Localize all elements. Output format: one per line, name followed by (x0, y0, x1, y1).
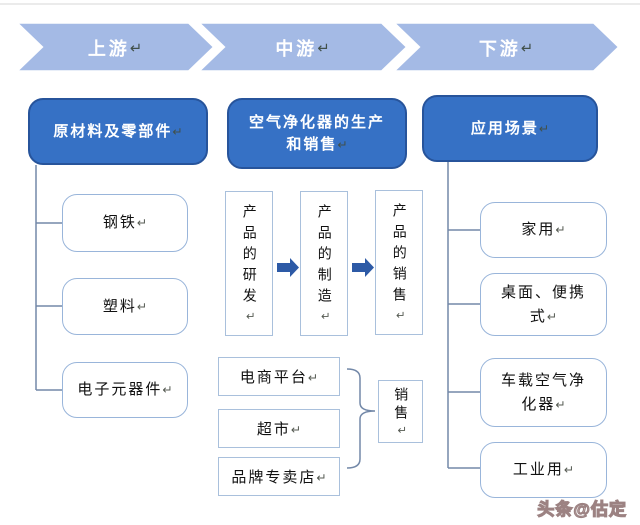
header-text: 应用场景↵ (471, 117, 549, 141)
node-label: 桌面、便携式↵ (500, 284, 586, 325)
stage-label-text: 上游 (87, 39, 130, 59)
paragraph-mark-icon: ↵ (546, 309, 558, 324)
node-label: 销售↵ (393, 386, 410, 437)
node-label: 超市↵ (256, 421, 302, 438)
header-raw-materials: 原材料及零部件↵ (28, 98, 208, 165)
paragraph-mark-icon: ↵ (129, 40, 143, 57)
node-ecommerce-platform: 电商平台↵ (218, 357, 340, 396)
paragraph-mark-icon: ↵ (136, 216, 148, 231)
paragraph-mark-icon: ↵ (243, 309, 256, 323)
paragraph-mark-icon: ↵ (393, 308, 406, 322)
node-product-manufacturing: 产品的制造↵ (300, 191, 348, 336)
channels-brace-connector (346, 368, 376, 469)
node-label: 塑料↵ (102, 297, 148, 315)
node-label: 产品的销售↵ (391, 203, 408, 322)
stage-label-downstream: 下游↵ (392, 36, 620, 60)
node-label: 品牌专卖店↵ (231, 469, 327, 486)
top-divider (0, 3, 640, 5)
node-plastic: 塑料↵ (62, 278, 188, 335)
paragraph-mark-icon: ↵ (290, 423, 302, 437)
paragraph-mark-icon: ↵ (136, 299, 148, 314)
paragraph-mark-icon: ↵ (316, 471, 327, 485)
paragraph-mark-icon: ↵ (555, 397, 566, 412)
header-text-line2: 和销售↵ (286, 134, 347, 156)
paragraph-mark-icon: ↵ (318, 309, 331, 323)
node-electronic-components: 电子元器件↵ (62, 362, 188, 418)
node-label: 工业用↵ (512, 461, 575, 479)
upstream-tree-connector (35, 165, 62, 391)
node-label: 电子元器件↵ (77, 381, 173, 399)
node-label: 电商平台↵ (239, 369, 319, 386)
header-label: 和销售 (286, 135, 338, 153)
watermark: 头条@估定 (537, 499, 627, 519)
paragraph-mark-icon: ↵ (307, 371, 319, 385)
node-label: 家用↵ (521, 221, 566, 239)
downstream-tree-connector (447, 162, 480, 469)
header-text-line1: 空气净化器的生产 (248, 113, 385, 131)
paragraph-mark-icon: ↵ (337, 137, 348, 152)
node-desktop-portable: 桌面、便携式↵ (480, 273, 607, 336)
paragraph-mark-icon: ↵ (317, 40, 330, 57)
node-label: 产品的制造↵ (316, 204, 333, 323)
node-sales: 销售↵ (378, 380, 423, 443)
paragraph-mark-icon: ↵ (395, 422, 408, 437)
header-label: 原材料及零部件 (53, 122, 173, 140)
header-application-scenarios: 应用场景↵ (422, 95, 598, 162)
header-text: 原材料及零部件↵ (53, 120, 182, 144)
node-label: 产品的研发↵ (241, 204, 258, 323)
header-production-sales: 空气净化器的生产 和销售↵ (227, 98, 407, 169)
node-supermarket: 超市↵ (218, 409, 340, 448)
stage-label-midstream: 中游↵ (197, 36, 408, 60)
paragraph-mark-icon: ↵ (172, 124, 183, 139)
node-industrial-use: 工业用↵ (480, 442, 607, 498)
header-label: 应用场景 (470, 119, 539, 137)
paragraph-mark-icon: ↵ (563, 463, 575, 478)
paragraph-mark-icon: ↵ (555, 223, 566, 238)
node-product-sales: 产品的销售↵ (375, 190, 423, 335)
flow-arrow-icon (352, 258, 374, 277)
node-steel: 钢铁↵ (62, 194, 188, 252)
stage-label-upstream: 上游↵ (15, 36, 215, 60)
flow-arrow-icon (277, 258, 299, 277)
paragraph-mark-icon: ↵ (520, 40, 534, 57)
node-car-air-purifier: 车载空气净化器↵ (480, 358, 607, 427)
node-label: 钢铁↵ (102, 214, 148, 232)
paragraph-mark-icon: ↵ (538, 121, 550, 136)
paragraph-mark-icon: ↵ (162, 383, 173, 398)
node-product-rd: 产品的研发↵ (225, 191, 273, 336)
node-home-use: 家用↵ (480, 202, 607, 258)
stage-label-text: 下游 (478, 39, 521, 59)
stage-label-text: 中游 (275, 39, 318, 59)
node-label: 车载空气净化器↵ (500, 372, 586, 413)
node-brand-store: 品牌专卖店↵ (218, 457, 340, 496)
